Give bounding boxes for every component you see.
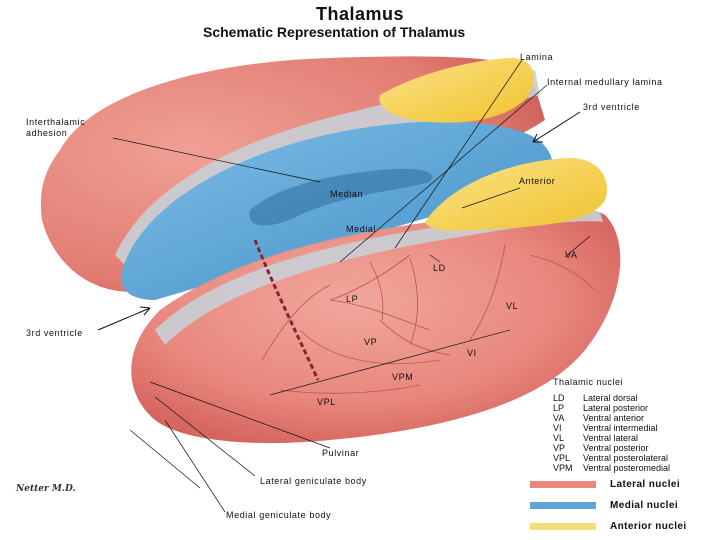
nuclear-boundaries xyxy=(261,244,596,394)
legend-label: Lateral nuclei xyxy=(610,479,681,490)
abbr: VL xyxy=(553,433,565,443)
anterior-nucleus-upper xyxy=(379,58,534,123)
abbr-row: VA Ventral anterior xyxy=(553,413,670,423)
pulvinar-shape xyxy=(150,395,265,440)
legend-label: Anterior nuclei xyxy=(610,521,687,532)
label-vpm: VPM xyxy=(392,372,414,382)
abbr: VA xyxy=(553,413,565,423)
label-vl: VL xyxy=(506,301,519,311)
label-lamina: Lamina xyxy=(520,52,554,62)
abbr-desc: Ventral anterior xyxy=(583,413,645,423)
arrows xyxy=(97,111,581,331)
abbr-row: VL Ventral lateral xyxy=(553,433,670,443)
abbr-desc: Ventral posterolateral xyxy=(583,453,669,463)
lower-thalamus-lateral xyxy=(131,207,621,444)
label-median: Median xyxy=(330,189,364,199)
median-groove xyxy=(249,168,433,226)
legend-item-anterior: Anterior nuclei xyxy=(530,516,687,537)
abbr: LP xyxy=(553,403,565,413)
abbr: VPM xyxy=(553,463,573,473)
abbr-desc: Ventral intermedial xyxy=(583,423,658,433)
label-interthalamic-adhesion: Interthalamic adhesion xyxy=(26,117,86,138)
abbr-row: LD Lateral dorsal xyxy=(553,393,670,403)
abbr-row: VPM Ventral posteromedial xyxy=(553,463,670,473)
label-vp: VP xyxy=(364,337,378,347)
legend-swatch xyxy=(530,502,596,509)
label-3rd-ventricle-left: 3rd ventricle xyxy=(26,328,83,338)
label-ld: LD xyxy=(433,263,446,273)
label-medial: Medial xyxy=(346,224,377,234)
abbr: VP xyxy=(553,443,566,453)
legend-item-medial: Medial nuclei xyxy=(530,495,687,516)
label-lp: LP xyxy=(346,294,359,304)
label-3rd-ventricle-top: 3rd ventricle xyxy=(583,102,640,112)
page-subtitle: Schematic Representation of Thalamus xyxy=(203,24,466,40)
nuclei-table-title: Thalamic nuclei xyxy=(553,377,624,387)
abbr-row: VP Ventral posterior xyxy=(553,443,670,453)
abbr-row: LP Lateral posterior xyxy=(553,403,670,413)
legend-swatch xyxy=(530,481,596,488)
abbr: VPL xyxy=(553,453,571,463)
label-medial-geniculate-body: Medial geniculate body xyxy=(226,510,332,520)
label-vpl: VPL xyxy=(317,397,336,407)
abbr-desc: Lateral dorsal xyxy=(583,393,638,403)
section-dashed-line xyxy=(253,239,320,381)
label-pulvinar: Pulvinar xyxy=(322,448,360,458)
vp-bracket xyxy=(269,329,511,396)
medial-nuclei-shape xyxy=(121,121,553,300)
abbr: LD xyxy=(553,393,565,403)
abbr-desc: Lateral posterior xyxy=(583,403,649,413)
color-legend: Lateral nuclei Medial nuclei Anterior nu… xyxy=(530,474,687,537)
legend-label: Medial nuclei xyxy=(610,500,678,511)
label-va: VA xyxy=(565,250,578,260)
legend-swatch xyxy=(530,523,596,530)
label-lateral-geniculate-body: Lateral geniculate body xyxy=(260,476,367,486)
abbr-desc: Ventral lateral xyxy=(583,433,639,443)
signature-text: Netter M.D. xyxy=(16,484,76,494)
page-title: Thalamus xyxy=(315,4,405,24)
abbr-row: VI Ventral intermedial xyxy=(553,423,670,433)
abbr: VI xyxy=(553,423,562,433)
anterior-nucleus-lower xyxy=(425,158,607,231)
label-vi: VI xyxy=(467,348,477,358)
label-internal-medullary-lamina: Internal medullary lamina xyxy=(547,77,663,87)
leader-lines xyxy=(112,59,591,513)
label-anterior: Anterior xyxy=(519,176,556,186)
abbr-desc: Ventral posterior xyxy=(583,443,649,453)
abbr-row: VPL Ventral posterolateral xyxy=(553,453,670,463)
artist-signature: Netter M.D. xyxy=(16,485,76,494)
lower-lamina-band xyxy=(155,210,603,345)
legend-item-lateral: Lateral nuclei xyxy=(530,474,687,495)
abbr-desc: Ventral posteromedial xyxy=(583,463,671,473)
